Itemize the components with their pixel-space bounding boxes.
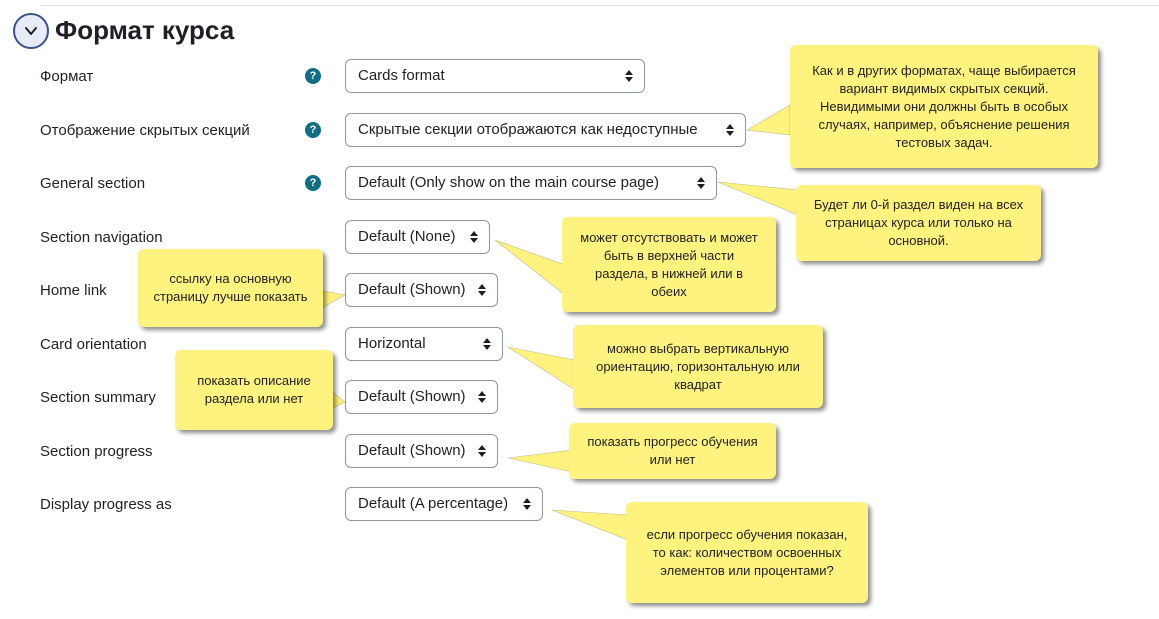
note-section-summary: показать описание раздела или нет [175,350,333,430]
collapse-section-button[interactable] [13,13,49,49]
select-section-progress-value: Default (Shown) [358,442,466,459]
select-caret-icon [522,488,532,520]
label-general-section: General section [40,175,146,192]
label-hidden-sections: Отображение скрытых секций [40,122,250,139]
select-section-navigation[interactable]: Default (None) [345,220,490,254]
note-display-progress: если прогресс обучения показан, то как: … [626,502,868,603]
select-hidden-sections-value: Скрытые секции отображаются как недоступ… [358,121,698,138]
help-icon[interactable]: ? [305,175,321,191]
note-home-link: ссылку на основную страницу лучше показа… [138,249,323,327]
select-hidden-sections[interactable]: Скрытые секции отображаются как недоступ… [345,113,746,147]
select-display-progress-value: Default (A percentage) [358,495,509,512]
select-format-value: Cards format [358,67,445,84]
select-card-orientation-value: Horizontal [358,335,426,352]
select-general-section[interactable]: Default (Only show on the main course pa… [345,166,717,200]
note-card-orientation: можно выбрать вертикальную ориентацию, г… [573,325,823,408]
label-section-navigation: Section navigation [40,229,163,246]
note-section-progress: показать прогресс обучения или нет [569,423,776,479]
select-caret-icon [477,381,487,413]
select-home-link-value: Default (Shown) [358,281,466,298]
select-section-summary[interactable]: Default (Shown) [345,380,498,414]
select-caret-icon [477,274,487,306]
select-general-section-value: Default (Only show on the main course pa… [358,174,659,191]
help-icon[interactable]: ? [305,68,321,84]
label-home-link: Home link [40,282,107,299]
select-format[interactable]: Cards format [345,59,645,93]
select-caret-icon [624,60,634,92]
select-section-navigation-value: Default (None) [358,228,456,245]
select-section-progress[interactable]: Default (Shown) [345,434,498,468]
section-title: Формат курса [55,15,235,45]
label-card-orientation: Card orientation [40,336,147,353]
top-divider [40,5,1159,6]
select-caret-icon [469,221,479,253]
label-section-progress: Section progress [40,443,153,460]
select-caret-icon [477,435,487,467]
select-caret-icon [482,328,492,360]
select-caret-icon [725,114,735,146]
label-format: Формат [40,68,94,85]
select-display-progress[interactable]: Default (A percentage) [345,487,543,521]
note-hidden-sections: Как и в других форматах, чаще выбирается… [790,45,1098,168]
label-display-progress: Display progress as [40,496,172,513]
label-section-summary: Section summary [40,389,156,406]
select-caret-icon [696,167,706,199]
chevron-down-icon [25,27,37,35]
select-card-orientation[interactable]: Horizontal [345,327,503,361]
note-section-navigation: может отсутствовать и может быть в верхн… [562,217,776,312]
help-icon[interactable]: ? [305,122,321,138]
select-home-link[interactable]: Default (Shown) [345,273,498,307]
note-general-section: Будет ли 0-й раздел виден на всех страни… [796,185,1041,261]
select-section-summary-value: Default (Shown) [358,388,466,405]
